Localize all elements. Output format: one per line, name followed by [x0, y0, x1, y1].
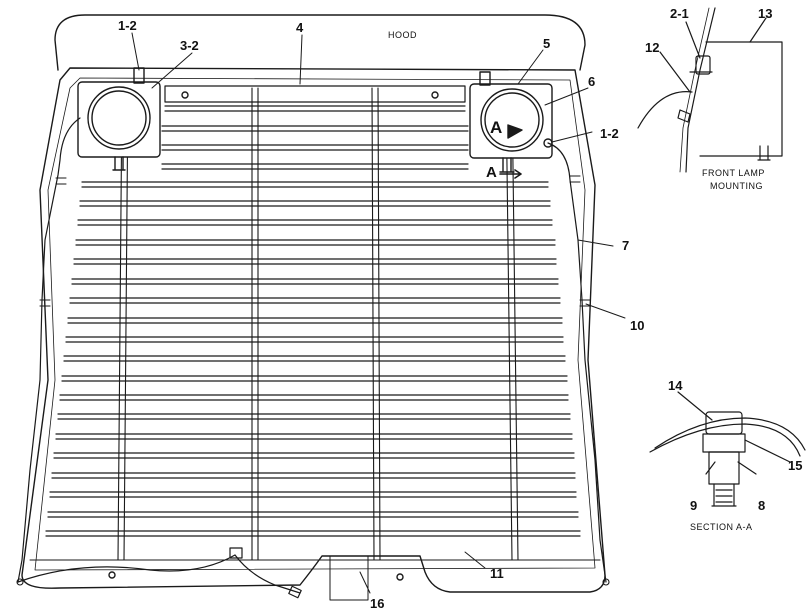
lower-channel — [29, 555, 601, 601]
callout-15: 15 — [788, 458, 802, 473]
hood-outline — [54, 14, 586, 71]
callout-14: 14 — [668, 378, 683, 393]
left-lamp — [77, 67, 161, 171]
wiring-harness — [17, 117, 607, 599]
section-a-a-label: SECTION A-A — [690, 522, 753, 532]
view-a-label-2: A — [486, 164, 497, 181]
callout-5: 5 — [543, 36, 550, 51]
callout-9: 9 — [690, 498, 697, 513]
callout-2-1: 2-1 — [670, 6, 689, 21]
frame-bolt-bottom-2 — [396, 573, 404, 581]
section-a-a-detail — [649, 391, 806, 507]
callout-4: 4 — [296, 20, 304, 35]
top-bracket — [164, 85, 466, 103]
view-a-label-1: A — [490, 118, 502, 137]
harness-clips — [16, 175, 610, 586]
grille-vertical-supports — [117, 87, 519, 561]
grille-bars-main — [45, 181, 581, 537]
callout-1-2-left: 1-2 — [118, 18, 137, 33]
callout-3-2: 3-2 — [180, 38, 199, 53]
right-lamp — [469, 71, 553, 173]
grille-frame — [21, 67, 606, 593]
callout-8: 8 — [758, 498, 765, 513]
view-a-arrow — [499, 169, 522, 179]
callout-6: 6 — [588, 74, 595, 89]
callout-10: 10 — [630, 318, 644, 333]
hood-label: HOOD — [388, 30, 417, 40]
front-lamp-label-2: MOUNTING — [710, 181, 763, 191]
frame-bolt-bottom — [108, 571, 116, 579]
grille-inner-frame — [34, 77, 596, 571]
bracket-bolt-left — [181, 91, 189, 99]
bracket-bolt-right — [431, 91, 439, 99]
grille-bars-upper — [161, 105, 469, 170]
callout-11: 11 — [490, 566, 504, 581]
callout-12: 12 — [645, 40, 659, 55]
callout-13: 13 — [758, 6, 772, 21]
front-lamp-label-1: FRONT LAMP — [702, 168, 765, 178]
callout-1-2-right: 1-2 — [600, 126, 619, 141]
leader-lines — [131, 32, 626, 594]
front-lamp-mounting-detail — [637, 7, 783, 173]
callout-7: 7 — [622, 238, 629, 253]
callout-16: 16 — [370, 596, 384, 611]
view-a-flag — [507, 124, 523, 139]
